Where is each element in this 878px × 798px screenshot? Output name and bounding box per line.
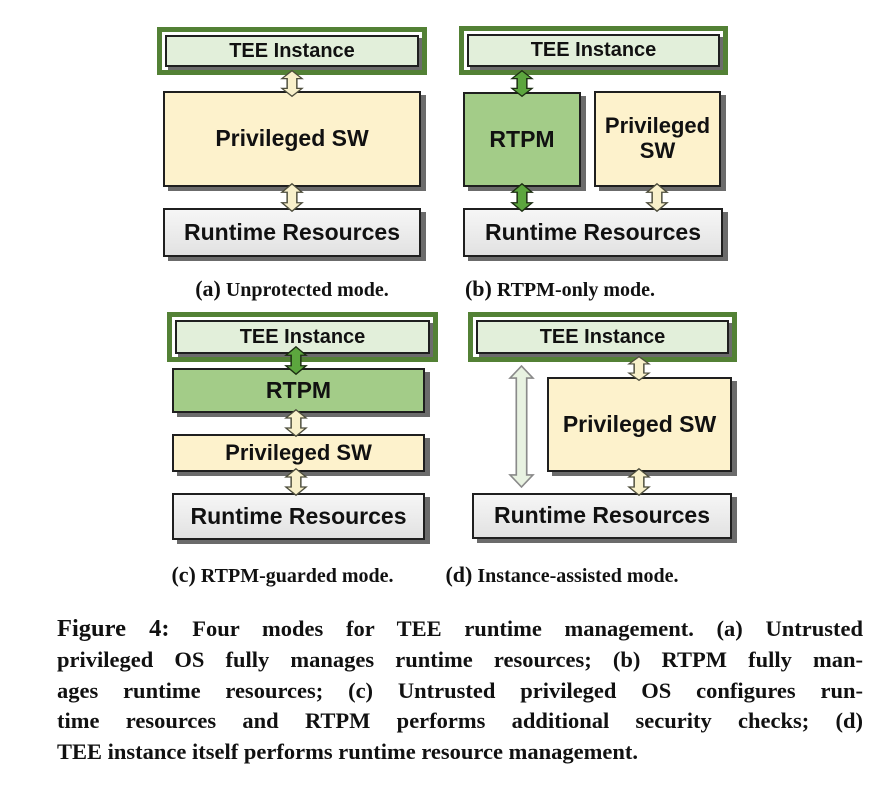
panel-d-runtime-resources-box: Runtime Resources [472, 493, 732, 539]
panel-d-caption-text: Instance-assisted mode. [477, 565, 679, 587]
panel-a-tee-instance-label: TEE Instance [165, 35, 419, 67]
panel-d-privileged-sw-box: Privileged SW [547, 377, 732, 472]
panel-c-tee-instance-label: TEE Instance [175, 320, 430, 354]
panel-a-tee-instance-box: TEE Instance [157, 27, 427, 75]
panel-c-caption-label: (c) [171, 562, 196, 587]
panel-b-caption-text: RTPM-only mode. [496, 279, 656, 301]
panel-a-caption: (a) Unprotected mode. [167, 276, 417, 302]
bidirectional-arrow-icon [280, 182, 304, 213]
panel-c-runtime-resources-box: Runtime Resources [172, 493, 425, 540]
figure-caption: Figure 4: Four modes for TEE runtime man… [57, 614, 863, 768]
panel-c-caption-text: RTPM-guarded mode. [200, 565, 394, 587]
figure-caption-line-5: TEE instance itself performs runtime res… [57, 739, 638, 765]
panel-c-tee-instance-box: TEE Instance [167, 312, 438, 362]
panel-a-caption-label: (a) [195, 276, 221, 301]
figure-caption-line-1: Figure 4: Four modes for TEE runtime man… [57, 614, 863, 645]
panel-b-tee-instance-label: TEE Instance [467, 34, 720, 67]
bidirectional-arrow-green-icon [284, 345, 308, 376]
panel-c-caption: (c) RTPM-guarded mode. [160, 562, 405, 588]
panel-a-runtime-resources-box: Runtime Resources [163, 208, 421, 257]
panel-b-caption-label: (b) [464, 276, 492, 301]
panel-d-caption: (d) Instance-assisted mode. [437, 562, 687, 588]
bidirectional-arrow-icon [284, 467, 308, 497]
panel-d-tee-instance-label: TEE Instance [476, 320, 729, 354]
figure-caption-line-3: ages runtime resources; (c) Untrusted pr… [57, 677, 863, 703]
panel-b-rtpm-box: RTPM [463, 92, 581, 187]
panel-b-tee-instance-box: TEE Instance [459, 26, 728, 75]
panel-d-caption-label: (d) [445, 562, 473, 587]
figure-caption-line-4: time resources and RTPM performs additio… [57, 708, 863, 734]
figure-caption-number: Figure 4: [57, 615, 170, 642]
bidirectional-arrow-icon [645, 182, 669, 213]
bidirectional-arrow-icon [284, 408, 308, 438]
panel-c-privileged-sw-box: Privileged SW [172, 434, 425, 472]
bidirectional-arrow-icon [280, 69, 304, 98]
panel-a-caption-text: Unprotected mode. [225, 279, 389, 301]
bidirectional-arrow-icon [627, 467, 651, 497]
panel-a-privileged-sw-box: Privileged SW [163, 91, 421, 187]
bidirectional-arrow-tall-icon [508, 364, 535, 489]
panel-d-tee-instance-box: TEE Instance [468, 312, 737, 362]
figure-caption-line-1-text: Four modes for TEE runtime management. (… [192, 616, 863, 641]
panel-b-runtime-resources-box: Runtime Resources [463, 208, 723, 257]
figure-caption-line-2: privileged OS fully manages runtime reso… [57, 646, 863, 672]
bidirectional-arrow-green-icon [510, 69, 534, 98]
bidirectional-arrow-green-icon [510, 182, 534, 213]
panel-b-caption: (b) RTPM-only mode. [445, 276, 675, 302]
bidirectional-arrow-icon [627, 355, 651, 382]
panel-b-privileged-sw-box: Privileged SW [594, 91, 721, 187]
